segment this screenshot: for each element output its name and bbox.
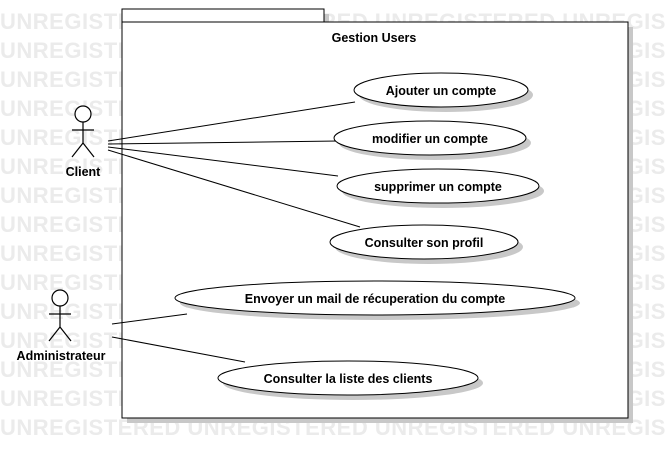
actor-client[interactable]	[71, 105, 95, 158]
actor-client-label: Client	[66, 165, 102, 179]
actor-head	[51, 289, 69, 307]
package-tab	[121, 8, 325, 24]
actor-head	[74, 105, 92, 123]
use-case-label: supprimer un compte	[374, 180, 502, 194]
use-case-label: Ajouter un compte	[386, 84, 496, 98]
association-client-modifier	[107, 140, 339, 145]
association-admin-envoyer-mail	[111, 313, 188, 325]
actor-left-leg	[48, 326, 61, 342]
association-client-supprimer	[107, 146, 339, 177]
use-case-label: Envoyer un mail de récuperation du compt…	[245, 292, 506, 306]
associations	[107, 101, 361, 363]
association-admin-consulter-liste	[111, 336, 246, 363]
use-case-label: Consulter la liste des clients	[264, 372, 433, 386]
actor-administrateur-label: Administrateur	[17, 349, 106, 363]
use-case-consulter-liste-clients[interactable]: Consulter la liste des clients	[217, 360, 483, 400]
use-case-label: Consulter son profil	[365, 236, 484, 250]
use-case-label: modifier un compte	[372, 132, 488, 146]
use-case-modifier-un-compte[interactable]: modifier un compte	[333, 120, 531, 160]
actor-left-leg	[71, 142, 84, 158]
use-case-consulter-son-profil[interactable]: Consulter son profil	[329, 224, 523, 264]
association-client-ajouter	[107, 101, 356, 142]
actor-administrateur[interactable]	[48, 289, 72, 342]
use-case-supprimer-un-compte[interactable]: supprimer un compte	[336, 168, 544, 208]
use-case-ajouter-un-compte[interactable]: Ajouter un compte	[353, 72, 533, 112]
use-case-envoyer-mail-recuperation[interactable]: Envoyer un mail de récuperation du compt…	[174, 280, 580, 320]
actor-right-leg	[59, 326, 72, 342]
actor-right-leg	[82, 142, 95, 158]
association-client-consulter-profil	[107, 149, 361, 228]
package-title: Gestion Users	[332, 31, 417, 45]
